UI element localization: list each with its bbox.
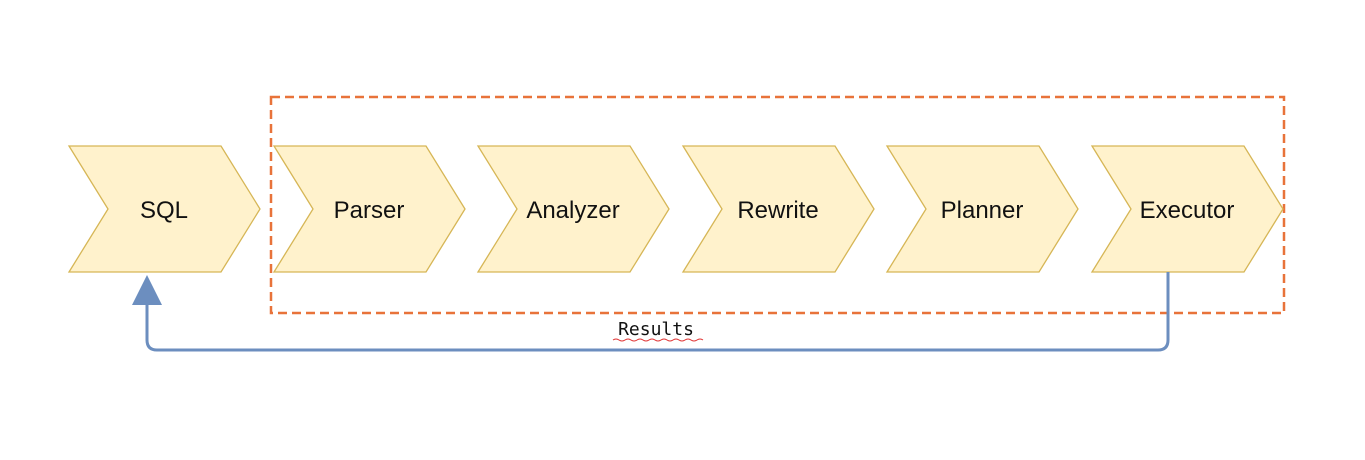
spellcheck-underline [612, 338, 704, 342]
stage-parser[interactable]: Parser [272, 145, 466, 273]
stage-executor-label: Executor [1140, 197, 1235, 224]
stage-parser-label: Parser [334, 197, 405, 224]
pipeline-group-border [269, 95, 1286, 315]
stage-sql-label: SQL [140, 197, 188, 224]
stage-analyzer[interactable]: Analyzer [476, 145, 670, 273]
stage-planner[interactable]: Planner [885, 145, 1079, 273]
stage-rewrite-label: Rewrite [737, 197, 818, 224]
stage-sql[interactable]: SQL [67, 145, 261, 273]
results-label: Results [618, 319, 694, 340]
stage-rewrite[interactable]: Rewrite [681, 145, 875, 273]
stage-planner-label: Planner [941, 197, 1024, 224]
stage-executor[interactable]: Executor [1090, 145, 1284, 273]
stage-analyzer-label: Analyzer [526, 197, 619, 224]
results-return-arrow[interactable] [132, 272, 1170, 352]
